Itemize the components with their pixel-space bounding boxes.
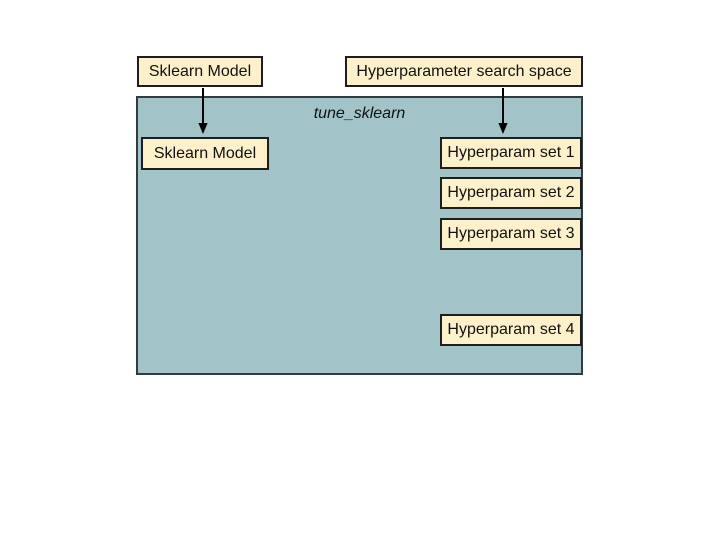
hyperparam-set-box-4: Hyperparam set 4 [440, 314, 582, 346]
hyperparam-set-box-1: Hyperparam set 1 [440, 137, 582, 169]
container-box-sklearn-model-label: Sklearn Model [153, 144, 257, 162]
hyperparam-set-1-label: Hyperparam set 1 [447, 144, 575, 161]
input-box-sklearn-model: Sklearn Model [137, 56, 263, 87]
tune-sklearn-container: tune_sklearn Sklearn Model Hyperparam se… [136, 96, 583, 375]
hyperparam-set-box-2: Hyperparam set 2 [440, 177, 582, 209]
container-box-sklearn-model: Sklearn Model [141, 137, 269, 170]
input-box-hyperparameter-search-space-label: Hyperparameter search space [356, 62, 572, 80]
input-box-hyperparameter-search-space: Hyperparameter search space [345, 56, 583, 87]
hyperparam-set-2-label: Hyperparam set 2 [447, 184, 575, 201]
hyperparam-set-4-label: Hyperparam set 4 [447, 321, 575, 338]
tune-sklearn-title: tune_sklearn [313, 105, 406, 122]
hyperparam-set-3-label: Hyperparam set 3 [447, 225, 575, 242]
input-box-sklearn-model-label: Sklearn Model [148, 62, 252, 80]
hyperparam-set-box-3: Hyperparam set 3 [440, 218, 582, 250]
